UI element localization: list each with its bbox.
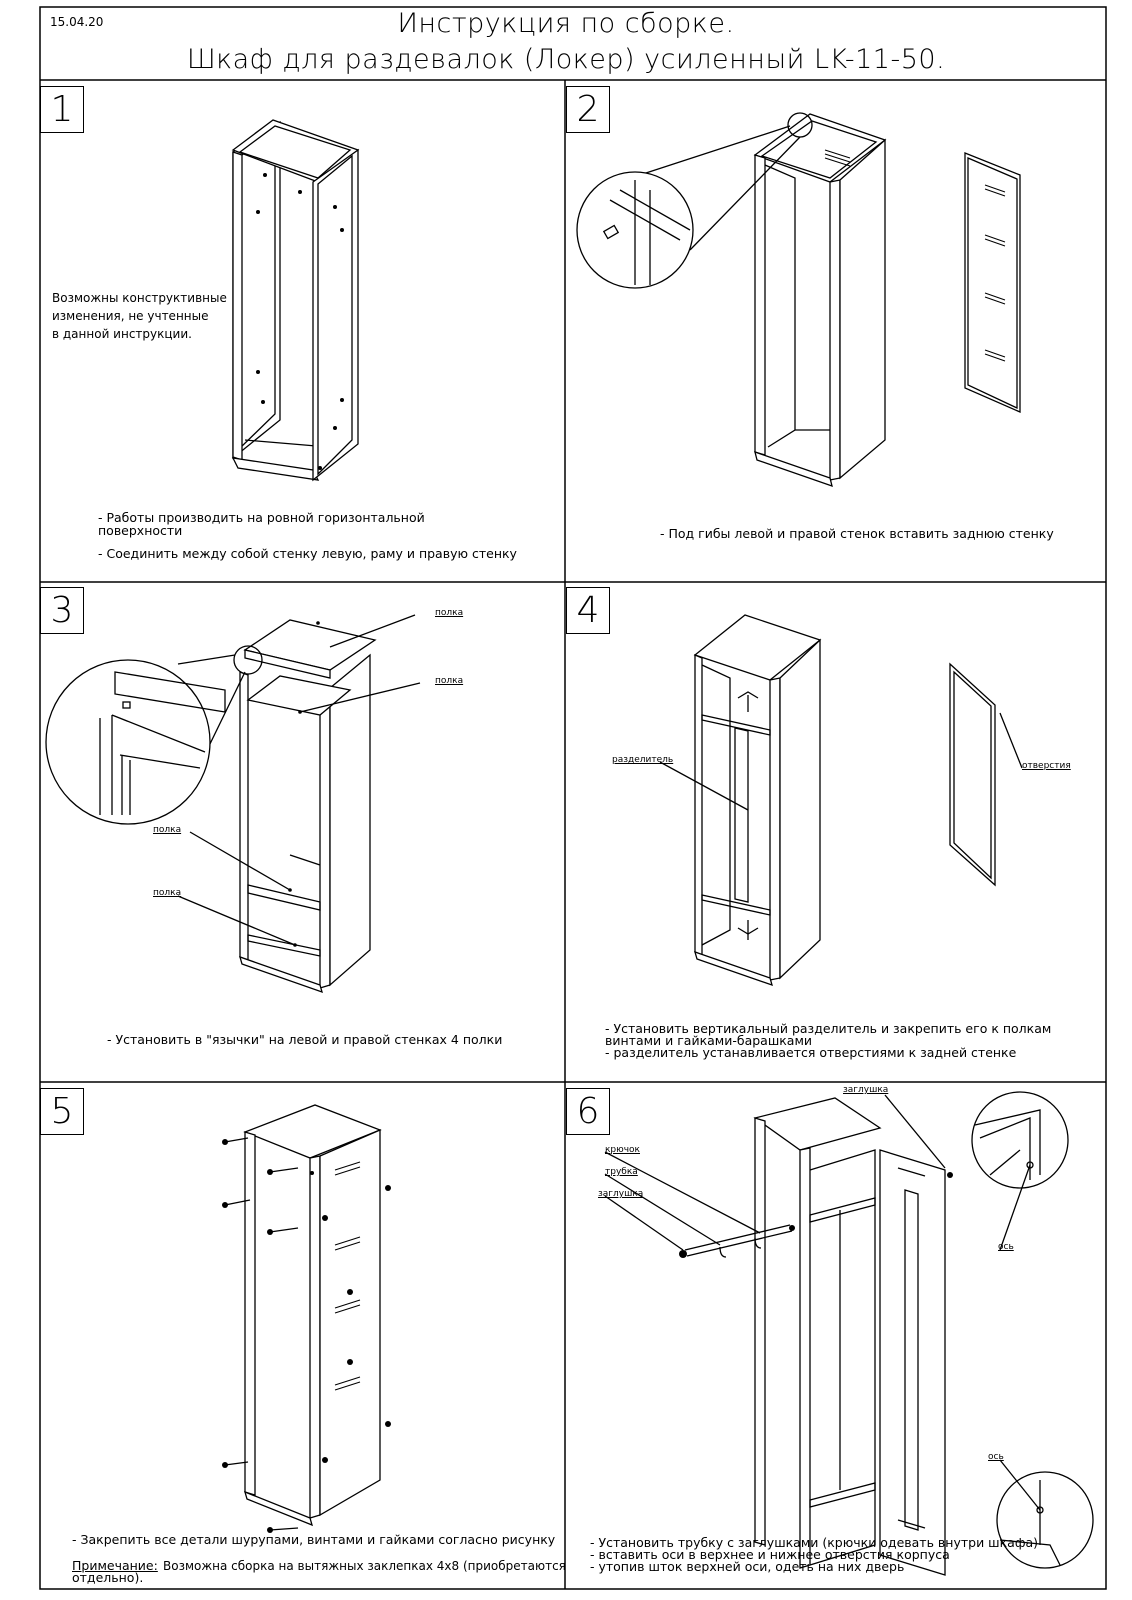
step4-drawing <box>659 614 1023 987</box>
step3-label-shelf-top: полка <box>435 608 464 618</box>
step6-instruction-line2: - вставить оси в верхнее и нижнее отверс… <box>590 1547 950 1562</box>
step4-instruction-line3: - разделитель устанавливается отверстиям… <box>605 1045 1017 1060</box>
step6-drawing <box>604 1091 1094 1576</box>
step-number-6: 6 <box>566 1088 610 1135</box>
step1-note-line3: в данной инструкции. <box>52 327 192 341</box>
step4-label-divider: разделитель <box>612 755 674 765</box>
step4-instruction-line1: - Установить вертикальный разделитель и … <box>605 1021 1052 1036</box>
step5-remark-label: Примечание: <box>72 1558 158 1573</box>
page-title: Инструкция по сборке. <box>397 8 735 39</box>
step3-instruction: - Установить в "язычки" на левой и право… <box>107 1032 503 1047</box>
step6-label-axis-top: ось <box>998 1242 1014 1252</box>
step6-instruction-line1: - Установить трубку с заглушками (крючки… <box>590 1535 1039 1550</box>
step2-drawing <box>576 112 1021 488</box>
step6-label-axis-bottom: ось <box>988 1452 1004 1462</box>
step2-instruction: - Под гибы левой и правой стенок вставит… <box>660 526 1054 541</box>
step-number-3: 3 <box>40 587 84 634</box>
step5-drawing <box>222 1104 391 1533</box>
step5-instruction: - Закрепить все детали шурупами, винтами… <box>72 1532 556 1547</box>
step3-label-shelf-bottom: полка <box>153 888 182 898</box>
date: 15.04.20 <box>50 15 104 29</box>
step6-label-cap: заглушка <box>598 1189 644 1199</box>
step3-label-shelf-upper: полка <box>435 676 464 686</box>
step6-label-hook: крючок <box>605 1145 640 1155</box>
step3-label-shelf-mid: полка <box>153 825 182 835</box>
step1-instruction-line3: - Соединить между собой стенку левую, ра… <box>98 546 517 561</box>
step-number-1: 1 <box>40 86 84 133</box>
step4-label-holes: отверстия <box>1022 761 1071 771</box>
page-subtitle: Шкаф для раздевалок (Локер) усиленный LK… <box>186 44 946 75</box>
step-number-4: 4 <box>566 587 610 634</box>
step1-drawing <box>231 119 360 482</box>
step6-instruction-line3: - утопив шток верхней оси, одеть на них … <box>590 1559 905 1574</box>
page-frame <box>39 6 1107 1590</box>
step6-label-tube: трубка <box>605 1167 638 1177</box>
step6-label-cap-top: заглушка <box>843 1085 889 1095</box>
step1-instruction-line2: поверхности <box>98 523 183 538</box>
step4-instruction-line2: винтами и гайками-барашками <box>605 1033 813 1048</box>
step-number-5: 5 <box>40 1088 84 1135</box>
step1-note-line1: Возможны конструктивные <box>52 291 227 305</box>
step3-drawing <box>45 614 421 994</box>
step5-remark-line1: Возможна сборка на вытяжных заклепках 4х… <box>163 1559 566 1573</box>
step5-remark-line2: отдельно). <box>72 1570 144 1585</box>
step1-note-line2: изменения, не учтенные <box>52 309 209 323</box>
step1-instruction-line1: - Работы производить на ровной горизонта… <box>98 510 425 525</box>
step-number-2: 2 <box>566 86 610 133</box>
